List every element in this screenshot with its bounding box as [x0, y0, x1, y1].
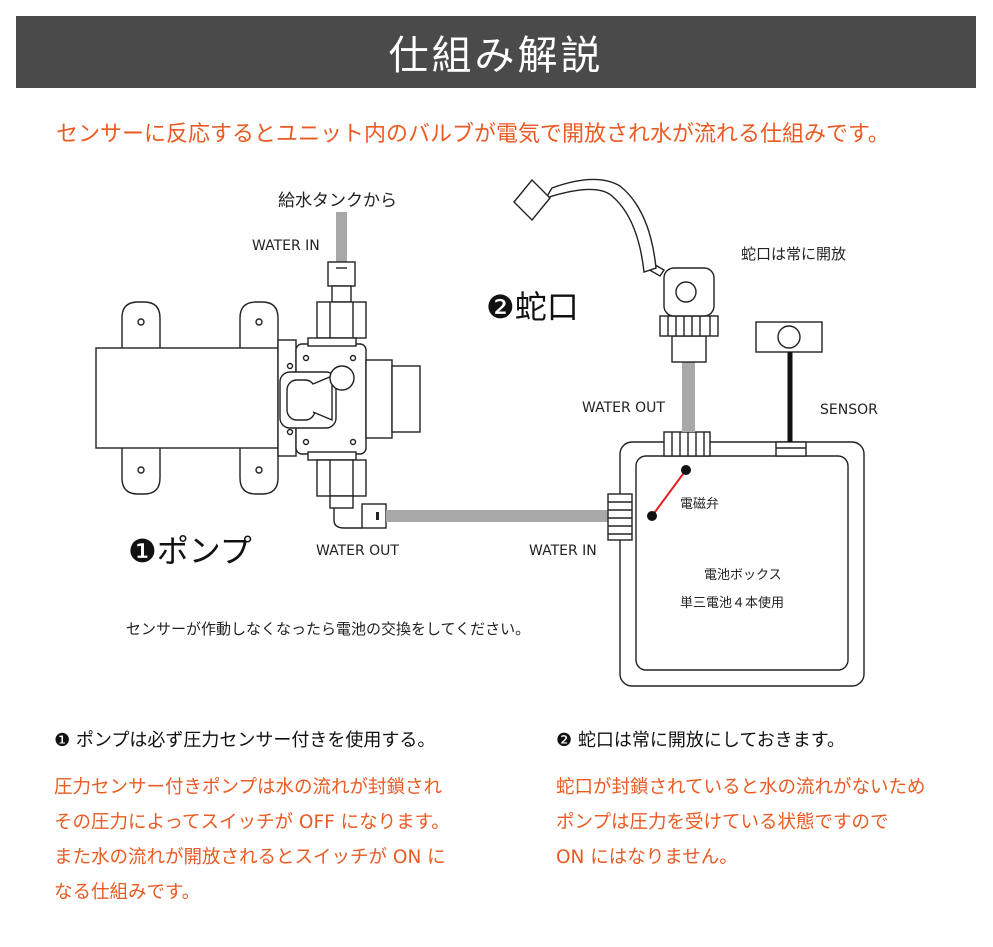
right-column-line: ポンプは圧力を受けている状態ですので: [556, 812, 889, 833]
battery-note: センサーが作動しなくなったら電池の交換をしてください。: [126, 620, 531, 638]
faucet: [513, 178, 719, 363]
sensor-label: SENSOR: [820, 402, 878, 418]
left-column-line: その圧力によってスイッチが OFF になります。: [54, 812, 450, 833]
page-title: 仕組み解説: [388, 33, 604, 79]
from-tank-label: 給水タンクから: [278, 191, 397, 211]
faucet-pipe: [682, 362, 695, 432]
battery-box-label: 電池ボックス: [704, 568, 782, 583]
battery-spec-label: 単三電池４本使用: [680, 596, 785, 611]
inlet-cap: [327, 261, 356, 287]
left-column-line: なる仕組みです。: [54, 882, 201, 903]
left-column-line: 圧力センサー付きポンプは水の流れが封鎖され: [54, 777, 442, 798]
supply-pipe: [336, 212, 347, 262]
box-water-out-label: WATER OUT: [582, 400, 665, 416]
right-column-heading: ❷ 蛇口は常に開放にしておきます。: [556, 730, 845, 751]
horizontal-pipe: [386, 510, 608, 522]
box-water-in-label: WATER IN: [529, 543, 597, 559]
faucet-label: ❷蛇口: [486, 288, 579, 326]
pump-water-in-label: WATER IN: [252, 238, 320, 254]
control-box: [607, 431, 865, 687]
left-column-line: また水の流れが開放されるとスイッチが ON に: [54, 847, 446, 868]
pump-water-out-label: WATER OUT: [316, 543, 399, 559]
pump: [95, 301, 421, 495]
right-column-line: 蛇口が封鎖されていると水の流れがないため: [556, 777, 926, 798]
faucet-note: 蛇口は常に開放: [741, 245, 847, 263]
subtitle: センサーに反応するとユニット内のバルブが電気で開放され水が流れる仕組みです。: [56, 122, 890, 147]
right-column-line: ON にはなりません。: [556, 847, 738, 868]
valve-line: [651, 469, 687, 517]
pump-label: ❶ポンプ: [128, 532, 252, 570]
sensor: [755, 321, 823, 442]
right-column: ❷ 蛇口は常に開放にしておきます。 蛇口が封鎖されていると水の流れがないため ポ…: [556, 726, 925, 875]
valve-label: 電磁弁: [680, 497, 720, 512]
left-column-heading: ❶ ポンプは必ず圧力センサー付きを使用する。: [54, 730, 436, 751]
left-column: ❶ ポンプは必ず圧力センサー付きを使用する。 圧力センサー付きポンプは水の流れが…: [54, 726, 450, 910]
header-bar: 仕組み解説: [16, 16, 976, 88]
